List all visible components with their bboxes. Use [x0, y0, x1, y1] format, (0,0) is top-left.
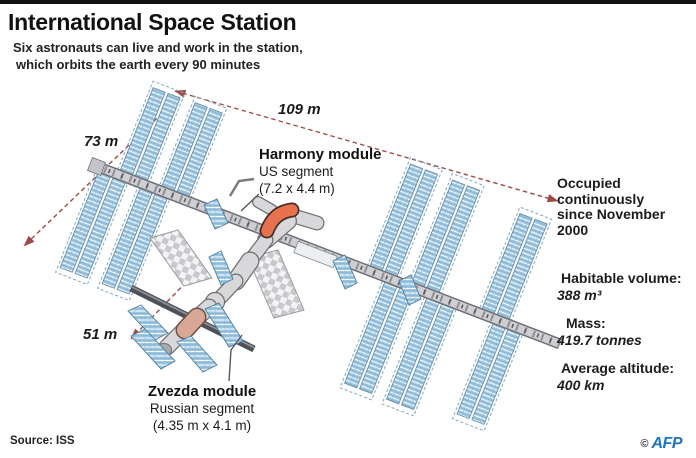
harmony-module-size: (7.2 x 4.4 m)	[259, 181, 335, 196]
occupied-fact: Occupied continuously since November 200…	[557, 175, 666, 238]
dimension-label-russian-length: 51 m	[83, 326, 118, 343]
stat-mass-label: Mass:	[566, 315, 606, 331]
zvezda-leader-line	[228, 334, 243, 382]
zvezda-module-size: (4.35 m x 4.1 m)	[152, 418, 252, 433]
dimension-line-73m	[23, 96, 180, 247]
zvezda-module-segment: Russian segment	[149, 401, 255, 416]
stat-average-altitude: Average altitude: 400 km	[557, 360, 692, 394]
stat-mass-value: 419.7 tonnes	[557, 332, 642, 348]
stat-average-altitude-label: Average altitude:	[561, 360, 675, 376]
stat-mass: Mass: 419.7 tonnes	[557, 315, 692, 349]
dimension-label-width: 73 m	[84, 133, 119, 150]
stat-average-altitude-value: 400 km	[557, 377, 605, 393]
afp-logo: © AFP	[640, 435, 682, 453]
robotic-arm	[228, 177, 255, 197]
subtitle-line-1: Six astronauts can live and work in the …	[13, 40, 303, 55]
harmony-module-name: Harmony module	[259, 146, 382, 163]
dimension-label-length: 109 m	[278, 101, 321, 118]
russian-solar-fins	[127, 198, 422, 373]
solar-array-right-bottom	[339, 273, 526, 432]
stat-habitable-volume: Habitable volume: 388 m³	[557, 270, 692, 304]
zvezda-module-name: Zvezda module	[147, 383, 257, 400]
radiator-panel-right	[247, 249, 305, 319]
page-title: International Space Station	[8, 9, 297, 35]
harmony-module-segment: US segment	[259, 164, 334, 179]
zvezda-module-label: Zvezda module Russian segment (4.35 m x …	[128, 383, 276, 434]
harmony-leader-line	[240, 193, 260, 212]
top-bar	[0, 0, 696, 4]
stat-habitable-volume-value: 388 m³	[557, 287, 602, 303]
harmony-module-label: Harmony module US segment (7.2 x 4.4 m)	[259, 146, 382, 197]
harmony-module-highlight	[259, 202, 300, 239]
source-credit: Source: ISS	[10, 435, 75, 447]
stat-habitable-volume-label: Habitable volume:	[561, 270, 682, 286]
solar-array-left-bottom	[54, 164, 173, 302]
copyright-icon: ©	[640, 438, 649, 450]
radiator-panel-left	[149, 229, 213, 287]
subtitle-line-2: which orbits the earth every 90 minutes	[16, 57, 261, 72]
solar-array-left-top	[113, 80, 228, 207]
dimension-line-109m	[174, 89, 559, 203]
afp-wordmark: AFP	[651, 435, 683, 452]
main-truss	[86, 156, 562, 350]
